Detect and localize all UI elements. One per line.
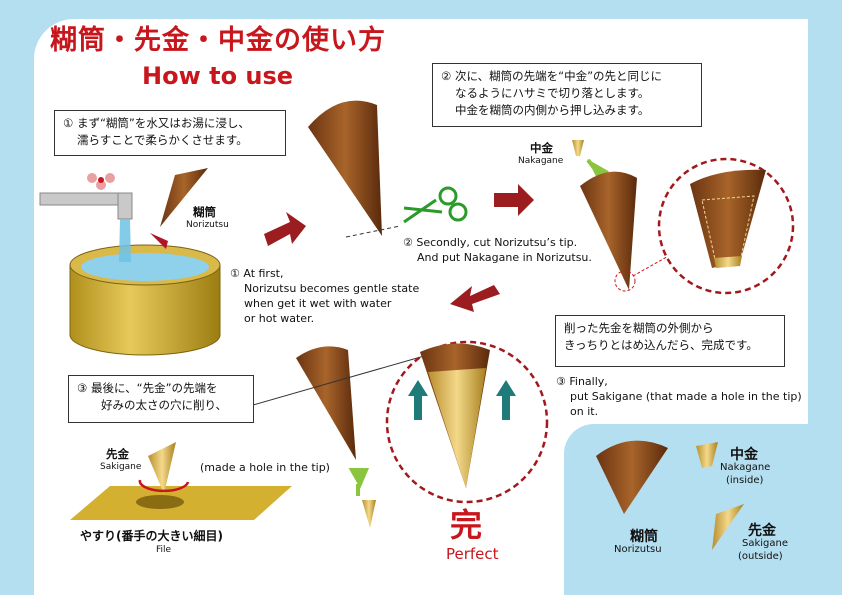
file-label-en: File: [156, 545, 172, 555]
teal-arrow-right: [496, 380, 516, 420]
step4-en: ③ Finally, put Sakigane (that made a hol…: [556, 374, 802, 419]
faucet-handle-icon: [87, 173, 115, 190]
legend-nakagane-en2: (inside): [726, 475, 764, 486]
step3-jp-line2: 好みの太さの穴に削り、: [101, 398, 228, 412]
step4-en-line3: on it.: [570, 405, 599, 418]
complete-label-jp: 完: [450, 506, 483, 544]
step2-jp-line1: ② 次に、糊筒の先端を“中金”の先と同じに: [441, 69, 663, 83]
step3-note: (made a hole in the tip): [200, 461, 330, 474]
step1-jp-line1: ① まず“糊筒”を水又はお湯に浸し、: [63, 116, 250, 130]
complete-circle: [385, 340, 549, 504]
step1-en-line4: or hot water.: [244, 312, 315, 325]
zoom-detail-circle: [657, 157, 795, 295]
tip-highlight-circle: [614, 270, 636, 292]
step2-jp-line3: 中金を糊筒の内側から押し込みます。: [455, 103, 650, 117]
step4-en-line2: put Sakigane (that made a hole in the ti…: [570, 390, 802, 403]
legend-sakigane-en1: Sakigane: [742, 538, 789, 549]
step2-jp-line2: なるようにハサミで切り落とします。: [455, 86, 650, 100]
norizutsu-with-nakagane: [580, 171, 637, 290]
file-label-jp: やすり(番手の大きい細目): [80, 529, 223, 543]
norizutsu-cone-step2: [308, 100, 382, 236]
step3-jp-line1: ③ 最後に、“先金”の先端を: [77, 381, 218, 395]
step-arrow-3: [450, 285, 500, 312]
nakagane-small: [572, 140, 584, 156]
water-tub-illustration: [39, 168, 221, 356]
step3-box: ③ 最後に、“先金”の先端を 好みの太さの穴に削り、: [68, 375, 254, 423]
legend-sakigane-en2: (outside): [738, 551, 783, 562]
scissors-icon: [403, 186, 468, 224]
legend-norizutsu-en: Norizutsu: [614, 544, 662, 555]
step-arrow-1: [264, 212, 306, 246]
norizutsu-label-en: Norizutsu: [186, 220, 229, 230]
step4-box: 削った先金を糊筒の外側から きっちりとはめ込んだら、完成です。: [555, 315, 785, 367]
nakagane-label-en: Nakagane: [518, 156, 564, 166]
sakigane-on-file: [148, 442, 176, 494]
step1-jp-line2: 濡らすことで柔らかくさせます。: [77, 133, 248, 147]
step1-en-line1: ① At first,: [230, 267, 284, 280]
sakigane-label-jp: 先金: [106, 447, 129, 461]
sakigane-small: [362, 500, 376, 528]
green-arrow-up: [348, 468, 370, 496]
step4-en-line1: ③ Finally,: [556, 375, 608, 388]
step-arrow-2: [494, 184, 534, 216]
legend-nakagane: [696, 442, 718, 468]
rotation-arrow-icon: [138, 479, 190, 493]
step1-box: ① まず“糊筒”を水又はお湯に浸し、 濡らすことで柔らかくさせます。: [54, 110, 286, 156]
norizutsu-cone-step3: [296, 346, 356, 460]
nakagane-label-jp: 中金: [530, 141, 553, 155]
legend-norizutsu-cone: [596, 440, 668, 514]
cut-line: [345, 225, 401, 238]
complete-label-en: Perfect: [446, 545, 499, 563]
legend-sakigane-jp: 先金: [748, 523, 776, 539]
legend-norizutsu-jp: 糊筒: [630, 529, 658, 545]
sakigane-label-en: Sakigane: [100, 462, 142, 472]
step2-box: ② 次に、糊筒の先端を“中金”の先と同じに なるようにハサミで切り落とします。 …: [432, 63, 702, 127]
step2-en: ② Secondly, cut Norizutsu’s tip. And put…: [403, 235, 592, 265]
step4-jp-line2: きっちりとはめ込んだら、完成です。: [564, 338, 758, 352]
page-title: 糊筒・先金・中金の使い方: [50, 25, 386, 56]
step1-en-line3: when get it wet with water: [244, 297, 392, 310]
step1-en: ① At first, Norizutsu becomes gentle sta…: [230, 266, 419, 326]
step2-en-line2: And put Nakagane in Norizutsu.: [417, 251, 592, 264]
step4-jp-line1: 削った先金を糊筒の外側から: [564, 321, 714, 335]
legend-sakigane: [712, 504, 744, 550]
page-subtitle: How to use: [142, 62, 294, 90]
legend-nakagane-jp: 中金: [730, 447, 758, 463]
step2-en-line1: ② Secondly, cut Norizutsu’s tip.: [403, 236, 578, 249]
norizutsu-label-jp: 糊筒: [193, 205, 216, 219]
legend-nakagane-en1: Nakagane: [720, 462, 771, 473]
teal-arrow-left: [408, 380, 428, 420]
step1-en-line2: Norizutsu becomes gentle state: [244, 282, 420, 295]
